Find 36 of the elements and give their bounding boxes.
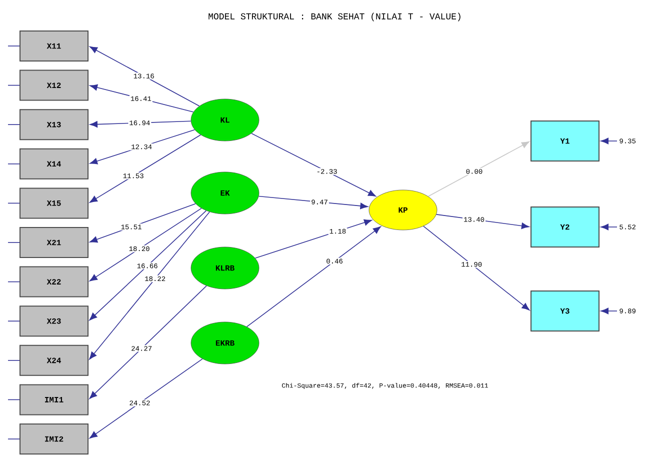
- indicator-box: X24: [20, 344, 88, 376]
- indicator-box: X22: [20, 266, 88, 298]
- indicator-box: IMI2: [20, 424, 88, 454]
- arrow: [89, 358, 203, 438]
- indicator-box: IMI1: [20, 384, 88, 416]
- indicator-box: X13: [20, 109, 88, 140]
- arrow: [90, 84, 194, 112]
- arrow: [246, 226, 381, 328]
- error-arrow: [600, 138, 618, 144]
- arrow: [423, 226, 530, 310]
- arrow: [90, 46, 200, 106]
- indicator-box: X15: [20, 188, 88, 219]
- indicator-box: Y2: [530, 206, 600, 248]
- arrow: [436, 214, 530, 230]
- arrow: [258, 196, 368, 210]
- indicator-box: Y1: [530, 120, 600, 162]
- arrow: [89, 134, 202, 203]
- error-arrow: [600, 308, 618, 314]
- arrow: [251, 133, 376, 197]
- error-arrow: [600, 224, 618, 230]
- arrow: [90, 203, 196, 243]
- indicator-box: Y3: [530, 290, 600, 332]
- title: MODEL STRUKTURAL : BANK SEHAT (NILAI T - VALUE): [208, 12, 460, 22]
- arrow: [254, 219, 372, 259]
- arrow: [89, 285, 207, 399]
- indicator-box: X14: [20, 148, 88, 180]
- indicator-box: X11: [20, 30, 88, 62]
- arrow: [89, 208, 202, 282]
- arrow: [428, 141, 530, 197]
- arrow: [90, 120, 192, 128]
- indicator-box: X12: [20, 70, 88, 101]
- arrow: [89, 212, 210, 360]
- indicator-box: X21: [20, 227, 88, 258]
- arrow: [90, 129, 196, 164]
- arrow: [89, 210, 207, 320]
- indicator-box: X23: [20, 306, 88, 337]
